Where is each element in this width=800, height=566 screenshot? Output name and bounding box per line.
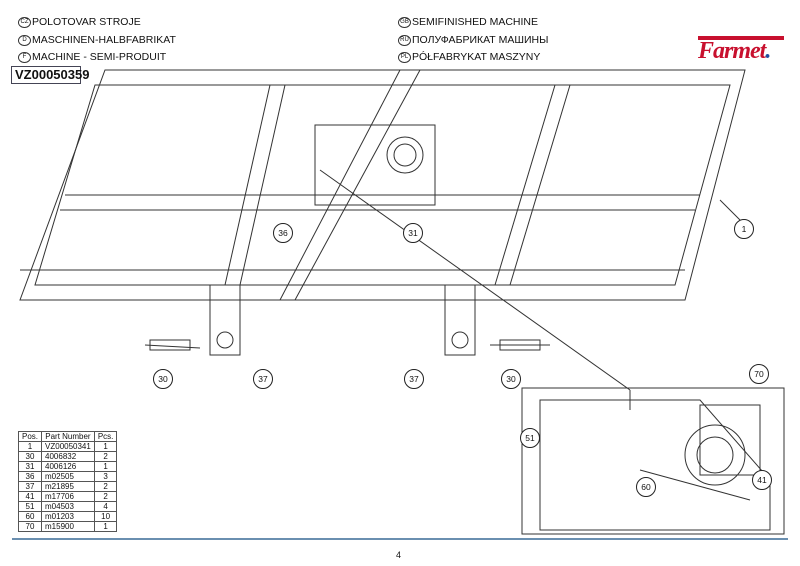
cell-pcs: 2 — [93, 451, 118, 462]
detail-box — [521, 387, 785, 535]
callout-51: 51 — [520, 428, 540, 448]
page-number: 4 — [396, 550, 402, 560]
cell-pos: 60 — [17, 511, 43, 522]
flag-gb: GB — [398, 16, 411, 28]
title-text: PÓŁFABRYKAT MASZYNY — [412, 51, 541, 63]
callout-70: 70 — [749, 364, 769, 384]
flag-f: F — [18, 51, 31, 63]
leader-lines — [319, 169, 746, 410]
cell-pos: 41 — [17, 491, 43, 502]
header-pcs: Pcs. — [93, 431, 118, 442]
callout-30: 30 — [501, 369, 521, 389]
cell-pcs: 1 — [93, 441, 118, 452]
callout-36: 36 — [273, 223, 293, 243]
cell-part-number: m15900 — [41, 521, 95, 532]
header-part-number: Part Number — [41, 431, 95, 442]
cell-pcs: 1 — [93, 521, 118, 532]
callout-37: 37 — [253, 369, 273, 389]
frame — [19, 69, 746, 301]
flag-d: D — [18, 34, 31, 46]
brackets — [144, 284, 550, 356]
cell-pcs: 2 — [93, 491, 118, 502]
cell-pos: 31 — [17, 461, 43, 472]
title-text: POLOTOVAR STROJE — [32, 16, 141, 28]
callout-37: 37 — [404, 369, 424, 389]
cell-pos: 51 — [17, 501, 43, 512]
title-text: MACHINE - SEMI-PRODUIT — [32, 51, 167, 63]
drawing-code: VZ00050359 — [11, 66, 89, 84]
cell-part-number: 4006126 — [41, 461, 95, 472]
flag-pl: PL — [398, 51, 411, 63]
cell-part-number: m01203 — [41, 511, 95, 522]
header-pos: Pos. — [17, 431, 43, 442]
farmet-logo: Farmet. — [698, 36, 784, 65]
cell-pos: 37 — [17, 481, 43, 492]
callout-30: 30 — [153, 369, 173, 389]
cell-pcs: 10 — [93, 511, 118, 522]
cell-pos: 30 — [17, 451, 43, 462]
cell-part-number: VZ00050341 — [41, 441, 95, 452]
cell-pos: 1 — [17, 441, 43, 452]
callout-60: 60 — [636, 477, 656, 497]
callout-31: 31 — [403, 223, 423, 243]
cell-part-number: m17706 — [41, 491, 95, 502]
detail-drawing — [539, 399, 771, 531]
title-text: ПОЛУФАБРИКАТ МАШИНЫ — [412, 34, 549, 46]
cell-pos: 36 — [17, 471, 43, 482]
cell-pcs: 3 — [93, 471, 118, 482]
cell-part-number: m02505 — [41, 471, 95, 482]
title-text: SEMIFINISHED MACHINE — [412, 16, 539, 28]
cell-part-number: 4006832 — [41, 451, 95, 462]
cell-pcs: 1 — [93, 461, 118, 472]
cell-pcs: 4 — [93, 501, 118, 512]
cell-pos: 70 — [17, 521, 43, 532]
footer-rule — [12, 538, 788, 540]
callout-41: 41 — [752, 470, 772, 490]
callout-1: 1 — [734, 219, 754, 239]
title-text: MASCHINEN-HALBFABRIKAT — [32, 34, 176, 46]
cell-part-number: m21895 — [41, 481, 95, 492]
flag-cz: CZ — [18, 16, 31, 28]
flag-ru: RU — [398, 34, 411, 46]
cell-part-number: m04503 — [41, 501, 95, 512]
cell-pcs: 2 — [93, 481, 118, 492]
table-header: Pos. Part Number Pcs. — [17, 431, 118, 442]
